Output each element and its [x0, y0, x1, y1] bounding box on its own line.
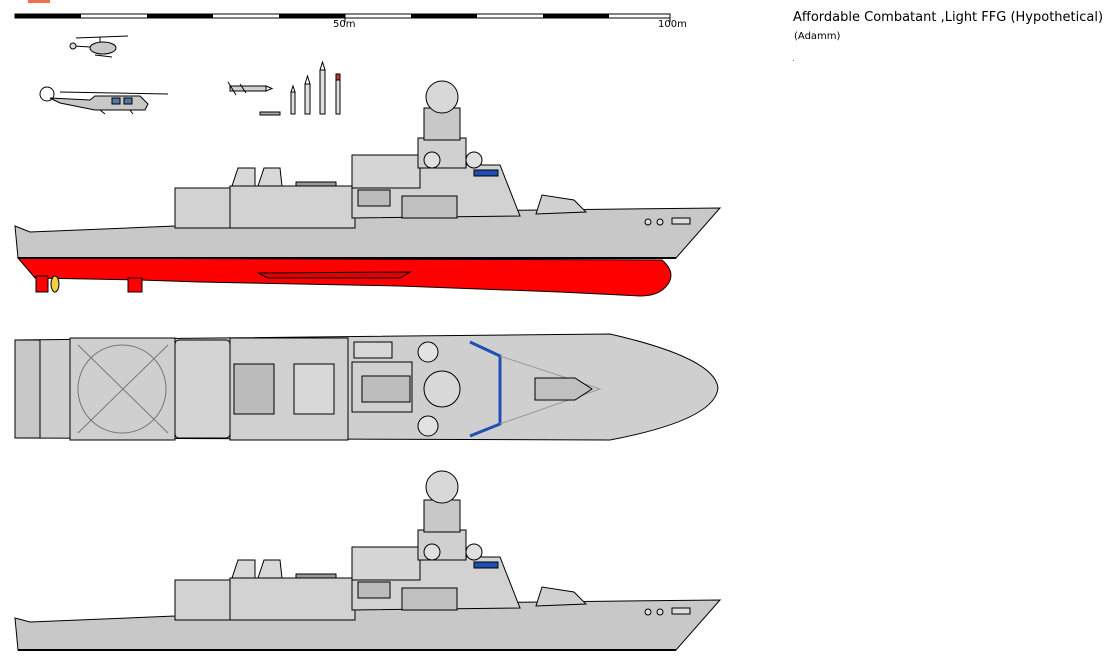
bridge-block [351, 164, 521, 219]
ship-profile-lower [14, 470, 722, 651]
hangar [174, 187, 231, 229]
stray-mark [793, 60, 794, 61]
weapons-icons [227, 60, 341, 116]
aft-superstructure [229, 185, 356, 229]
torpedo-icon [259, 111, 281, 116]
scale-bar [14, 13, 671, 22]
bridge-window-line [469, 340, 502, 438]
ram-missile-icon [335, 73, 341, 115]
sm2-missile-icon [304, 74, 311, 115]
drawing-title: Affordable Combatant ,Light FFG (Hypothe… [793, 10, 1104, 25]
scale-label-100m: 100m [658, 19, 687, 30]
scale-label-50m: 50m [333, 19, 356, 30]
hangar-roof [174, 339, 231, 439]
helo-circle [77, 344, 167, 434]
seahawk-helicopter-icon [39, 86, 169, 115]
uav-helicopter-icon [69, 35, 129, 58]
essm-missile-icon [290, 84, 296, 115]
drawing-author: (Adamm) [794, 31, 841, 42]
main-gun [535, 194, 588, 215]
bridge-windows [473, 169, 499, 177]
harpoon-missile-icon [227, 81, 274, 96]
ship-profile-waterline [14, 80, 722, 297]
sm6-missile-icon [319, 60, 326, 115]
main-gun-top [534, 377, 593, 401]
radar-dome [425, 80, 459, 114]
ship-plan-view [14, 333, 719, 441]
vls-cells [293, 363, 335, 415]
corner-mark [28, 0, 50, 3]
